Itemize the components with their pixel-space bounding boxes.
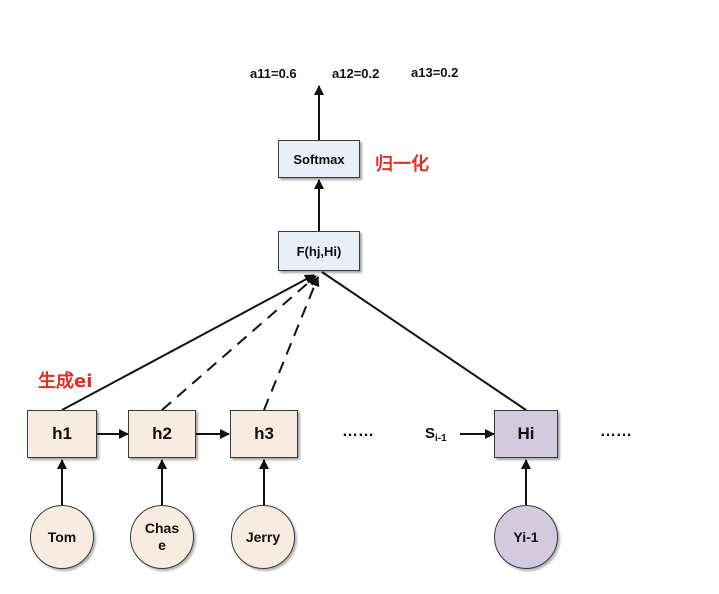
softmax-label: Softmax — [293, 151, 345, 167]
input-word-chase: Chas e — [130, 505, 194, 569]
input-word-tom: Tom — [30, 505, 94, 569]
score-function-label: F(hj,Hi) — [296, 243, 342, 259]
line-hi-to-score — [321, 271, 527, 411]
generate-annotation: 生成ei — [38, 371, 93, 392]
arrow-h1-to-score — [61, 274, 315, 411]
decoder-input-yi: Yi-1 — [494, 505, 558, 569]
hidden-state-h2: h2 — [128, 410, 196, 458]
output-weight-2: a12=0.2 — [332, 66, 380, 81]
normalize-annotation: 归一化 — [375, 154, 429, 175]
input-word-label: Tom — [47, 528, 77, 545]
score-function-box: F(hj,Hi) — [278, 231, 360, 271]
softmax-box: Softmax — [278, 140, 360, 178]
previous-state-subscript: i-1 — [435, 433, 447, 444]
previous-state-main: S — [425, 425, 436, 442]
hidden-state-h3: h3 — [230, 410, 298, 458]
ellipsis-decoder: …… — [600, 423, 632, 440]
decoder-state-hi: Hi — [494, 410, 558, 458]
arrow-h2-to-score — [161, 275, 317, 411]
decoder-input-label: Yi-1 — [513, 528, 539, 545]
hidden-state-label: h1 — [52, 424, 72, 443]
hidden-state-label: h2 — [152, 424, 172, 443]
input-word-label: Jerry — [245, 528, 281, 545]
input-word-label: Chas e — [144, 520, 180, 553]
output-weight-1: a11=0.6 — [250, 66, 297, 81]
input-word-jerry: Jerry — [231, 505, 295, 569]
hidden-state-label: h3 — [254, 424, 274, 443]
ellipsis-encoder: …… — [342, 423, 374, 440]
previous-decoder-state: Si-1 — [425, 425, 447, 444]
decoder-state-label: Hi — [517, 424, 535, 443]
hidden-state-h1: h1 — [27, 410, 97, 458]
arrow-h3-to-score — [263, 276, 320, 411]
output-weight-3: a13=0.2 — [411, 65, 459, 80]
